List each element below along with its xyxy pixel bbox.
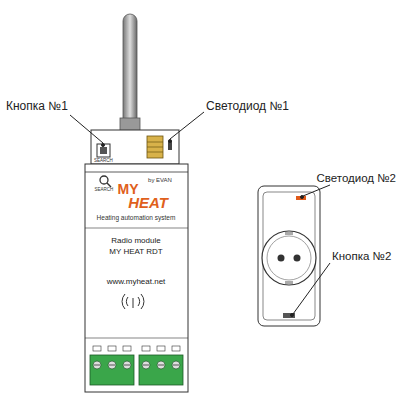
button-caption: SEARCH [94, 158, 113, 163]
module-panel: MYHEATby EVANHeating automation systemRa… [86, 173, 187, 333]
led-2 [296, 196, 306, 200]
antenna [123, 14, 137, 126]
search-icon [100, 176, 108, 184]
callout-label: Кнопка №1 [6, 100, 68, 114]
socket-adapter [258, 186, 320, 326]
button-1 [97, 144, 110, 157]
leader-lines [70, 112, 330, 317]
logo-heat: HEAT [128, 194, 168, 211]
module-body [85, 164, 188, 392]
callout-label: Кнопка №2 [332, 250, 391, 263]
product-type: Radio module [111, 236, 160, 245]
website: www.myheat.net [107, 277, 166, 286]
terminal-screws [93, 346, 180, 369]
antenna-connector [147, 136, 163, 158]
module-cap [91, 130, 179, 164]
terminal-blocks [90, 355, 183, 385]
icon-caption: SEARCH [95, 187, 114, 192]
callout-label: Светодиод №1 [206, 100, 289, 114]
logo-by: by EVAN [148, 177, 172, 184]
tagline: Heating automation system [97, 214, 176, 221]
radio-symbol [122, 294, 144, 309]
button-1-cap [100, 147, 107, 154]
button-2 [283, 313, 295, 318]
product-name: MY HEAT RDT [109, 247, 162, 256]
socket-outlet [262, 231, 316, 285]
callout-label: Светодиод №2 [317, 172, 397, 185]
